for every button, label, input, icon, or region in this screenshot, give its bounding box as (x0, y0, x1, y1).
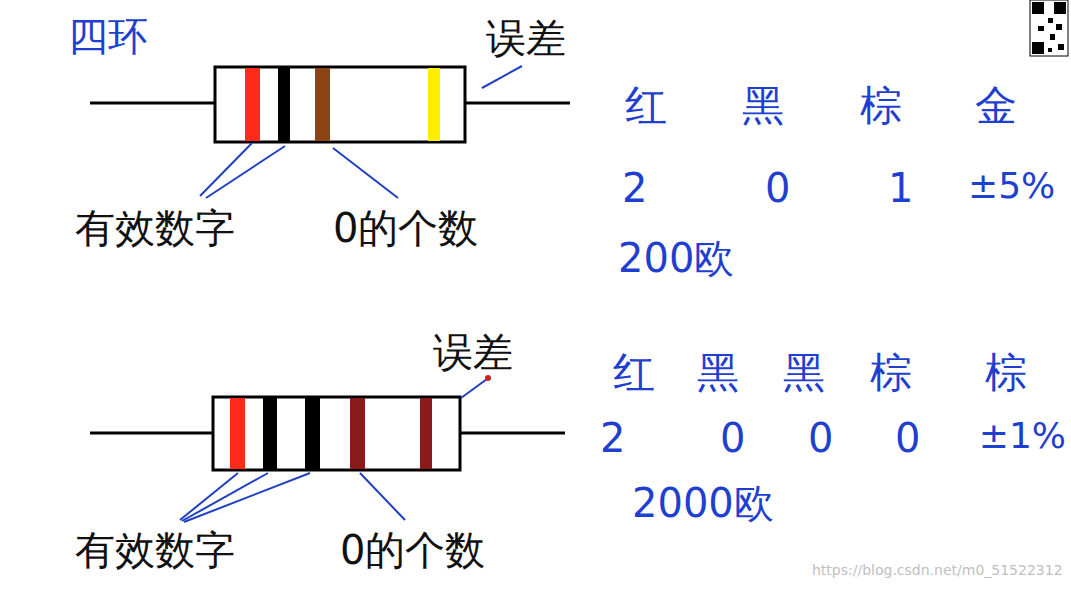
band-color: 黑 (783, 352, 825, 394)
significant-digits-label: 有效数字 (75, 208, 235, 248)
band-value: 0 (765, 168, 790, 208)
band-value: 0 (720, 418, 745, 458)
band-value: 1 (888, 168, 913, 208)
band-value: 0 (895, 418, 920, 458)
resistor-five-band (90, 397, 565, 470)
band-value: 0 (808, 418, 833, 458)
band-color: 金 (975, 85, 1017, 127)
band-color: 黑 (697, 352, 739, 394)
error-label: 误差 (486, 18, 566, 58)
significant-digits-label: 有效数字 (75, 530, 235, 570)
zeros-count-label: 0的个数 (333, 208, 478, 248)
band-color: 黑 (742, 85, 784, 127)
band-color: 红 (625, 85, 667, 127)
tolerance-value: ±5% (968, 168, 1055, 204)
band-color: 棕 (870, 352, 912, 394)
resistance-value: 200欧 (618, 238, 734, 278)
error-label: 误差 (433, 332, 513, 372)
diagram-title: 四环 (68, 16, 148, 56)
zeros-count-label: 0的个数 (340, 530, 485, 570)
leader-lines-five-band (180, 375, 491, 522)
resistor-four-band (90, 67, 570, 142)
band-color: 棕 (860, 85, 902, 127)
band-color: 红 (613, 352, 655, 394)
band-value: 2 (622, 168, 647, 208)
band-value: 2 (600, 418, 625, 458)
leader-lines-four-band (200, 66, 522, 198)
tolerance-value: ±1% (979, 418, 1066, 454)
qr-code-icon (1030, 0, 1068, 56)
band-color: 棕 (985, 352, 1027, 394)
resistance-value: 2000欧 (632, 483, 774, 523)
watermark: https://blog.csdn.net/m0_51522312 (812, 563, 1063, 577)
